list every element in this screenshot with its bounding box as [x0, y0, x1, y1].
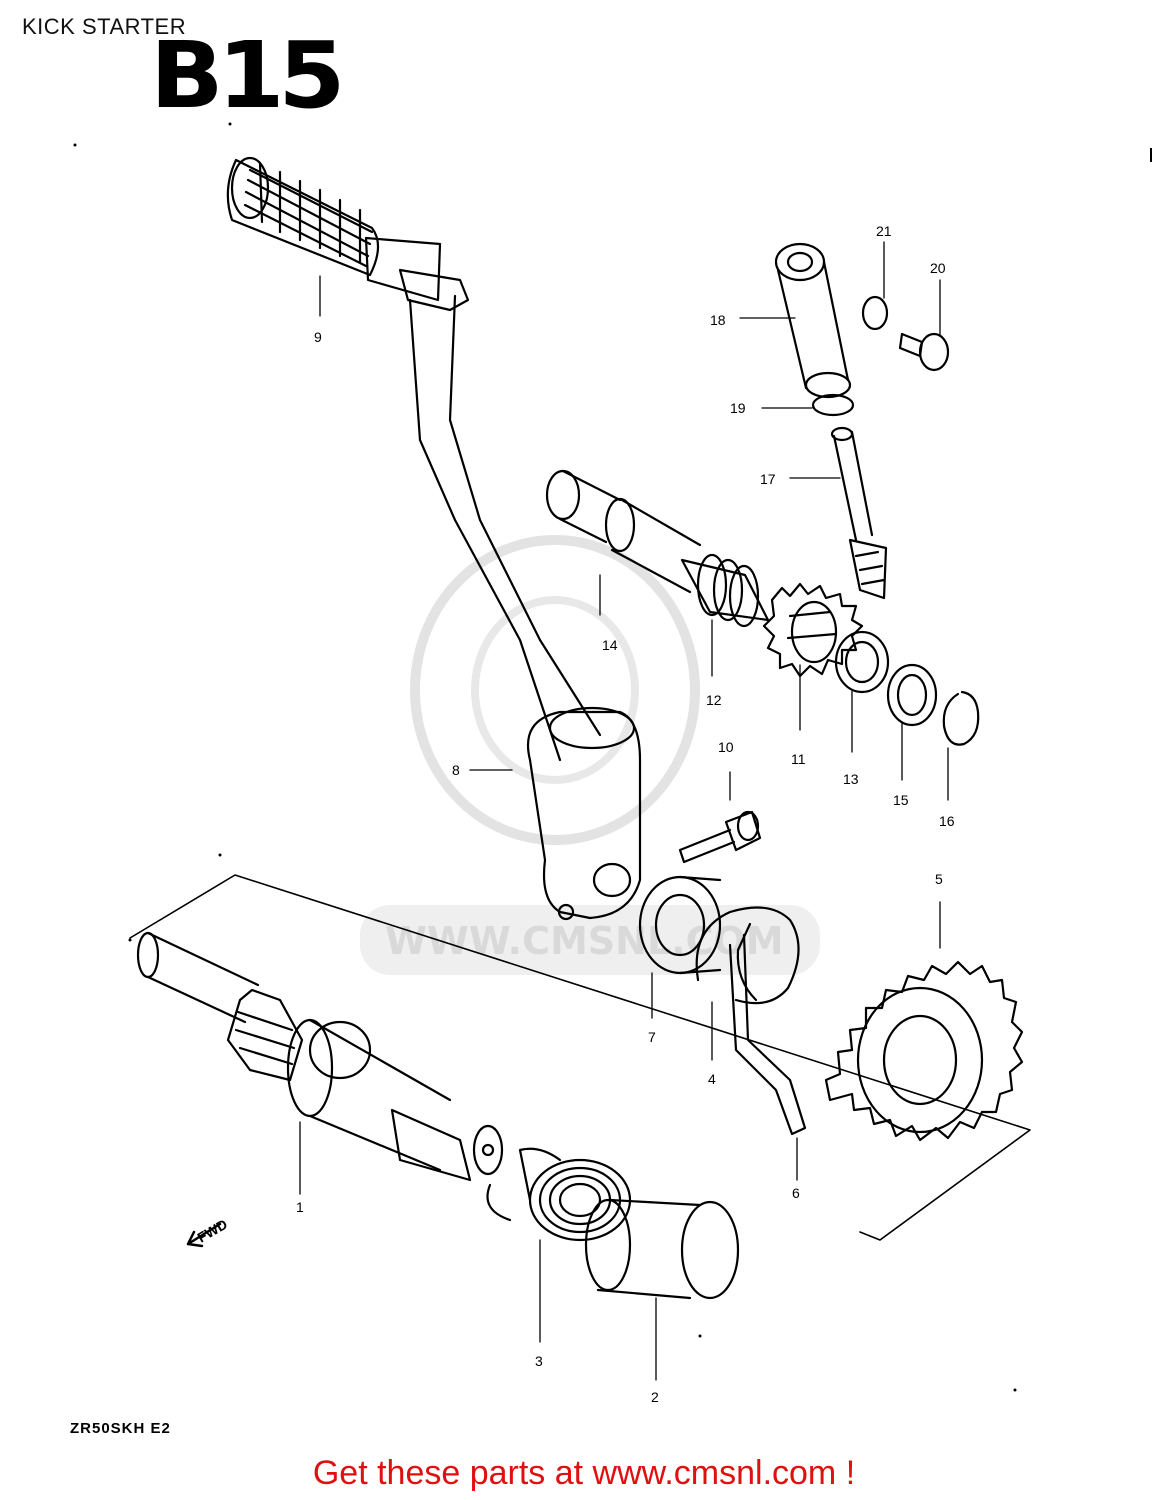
callout-19: 19	[730, 400, 746, 416]
part-21-washer	[861, 295, 889, 331]
page-header: KICK STARTER	[22, 14, 187, 39]
part-18-sleeve	[774, 242, 852, 399]
watermark: WWW.CMSNL.COM	[360, 535, 820, 975]
part-20-pin-bolt	[898, 332, 950, 372]
part-15-washer	[886, 663, 938, 727]
part-2-spring-guide	[584, 1198, 740, 1300]
section-code: B15	[150, 22, 345, 129]
leader-lines	[299, 241, 949, 1381]
callout-10: 10	[718, 739, 734, 755]
callout-20: 20	[930, 260, 946, 276]
callout-6: 6	[792, 1185, 800, 1201]
model-code: ZR50SKH E2	[70, 1420, 171, 1437]
watermark-text: WWW.CMSNL.COM	[385, 919, 784, 963]
callout-14: 14	[602, 637, 618, 653]
callout-7: 7	[648, 1029, 656, 1045]
fwd-arrow-icon	[186, 1222, 222, 1248]
callout-1: 1	[296, 1199, 304, 1215]
cta-link[interactable]: Get these parts at www.cmsnl.com !	[312, 1454, 856, 1492]
part-4-return-spring	[695, 906, 800, 1005]
fwd-label: FWD	[194, 1216, 230, 1246]
part-6-stopper-spring	[728, 933, 807, 1136]
callout-13: 13	[843, 771, 859, 787]
callout-5: 5	[935, 871, 943, 887]
callout-17: 17	[760, 471, 776, 487]
exploded-parts-diagram: WWW.CMSNL.COM	[73, 122, 1152, 1405]
part-5-idle-gear	[824, 960, 1024, 1142]
callout-8: 8	[452, 762, 460, 778]
callout-12: 12	[706, 692, 722, 708]
callout-3: 3	[535, 1353, 543, 1369]
part-1-kick-shaft	[136, 931, 504, 1182]
callout-15: 15	[893, 792, 909, 808]
part-11-kick-gear	[762, 582, 864, 678]
part-12-collar	[696, 553, 760, 628]
part-16-circlip	[942, 690, 980, 746]
callout-11: 11	[791, 751, 806, 767]
part-10-bolt	[678, 810, 762, 864]
part-9-kick-lever	[226, 156, 602, 762]
part-17-pinion-shaft	[830, 426, 888, 600]
part-3-kick-spring	[486, 1147, 632, 1242]
callout-9: 9	[314, 329, 322, 345]
callout-4: 4	[708, 1071, 716, 1087]
part-13-thrust-washer	[834, 630, 890, 694]
callout-2: 2	[651, 1389, 659, 1405]
part-8-lever-boss	[526, 706, 642, 921]
callout-labels: 1 2 3 4 5 6 7 8 9 10 11 12 13 14 15 16 1…	[194, 223, 954, 1405]
callout-21: 21	[876, 223, 892, 239]
callout-16: 16	[939, 813, 955, 829]
scan-specks	[73, 122, 1152, 1392]
part-7-oil-seal	[638, 875, 722, 975]
callout-18: 18	[710, 312, 726, 328]
assembly-outline	[129, 874, 1031, 1241]
part-19-o-ring	[811, 393, 855, 417]
